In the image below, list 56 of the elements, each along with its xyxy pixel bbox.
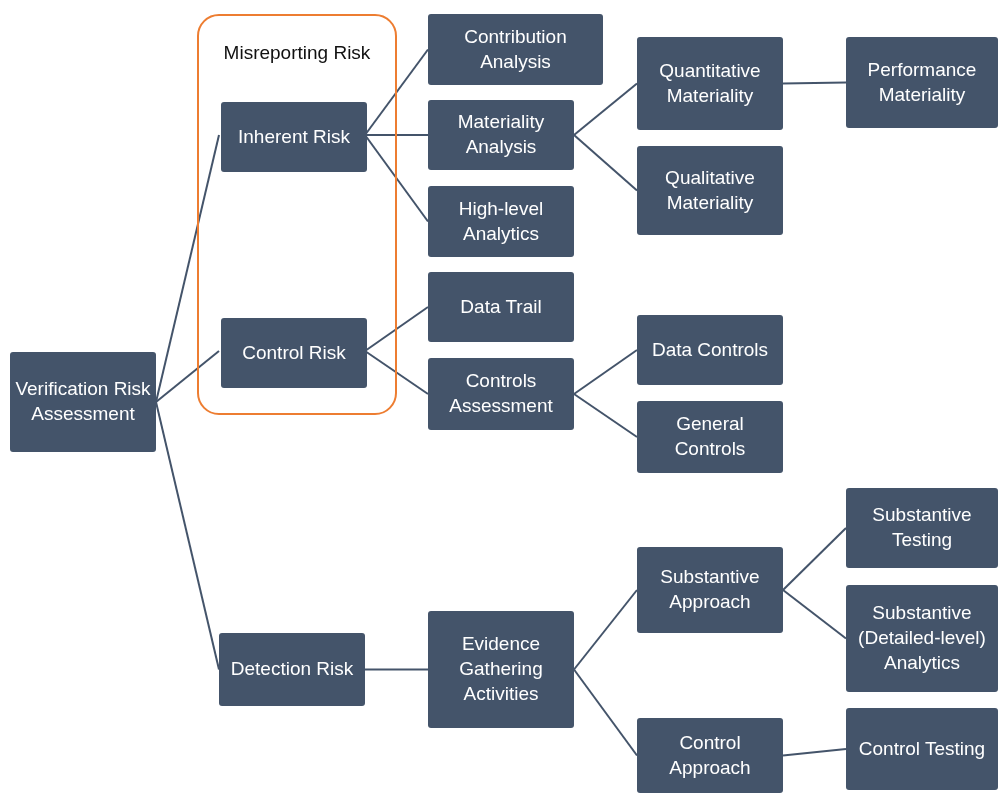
box-label: General Controls [673,412,747,461]
process-box [428,186,574,257]
box-label: Control Testing [858,736,986,761]
box-label: Verification Risk Assessment [14,377,152,426]
box-label: Performance Materiality [866,57,978,107]
process-box [846,708,998,790]
box-label: Controls Assessment [448,369,554,418]
process-box [637,146,783,235]
box-label: Qualitative Materiality [664,165,756,215]
box-label: Evidence Gathering Activities [458,632,544,706]
connector-line [155,401,220,671]
process-box [846,488,998,568]
box-label: Quantitative Materiality [658,58,762,108]
process-box [637,718,783,793]
box-label: Materiality Analysis [456,110,546,159]
box-label: Inherent Risk [238,124,350,149]
box-label: Contribution Analysis [463,24,568,74]
box-label: Data Trail [460,294,542,319]
process-box [221,102,367,172]
process-box [637,315,783,385]
process-box [637,401,783,473]
process-box [221,318,367,388]
process-box [10,352,156,452]
connector-line [155,134,220,403]
connector-line [782,748,847,757]
group-frame [197,14,397,415]
process-box [846,585,998,692]
connector-line [573,393,638,438]
box-label: Substantive Testing [871,503,973,552]
box-label: High-level Analytics [457,196,545,246]
connector-line [573,589,638,671]
connector-line [364,668,429,671]
box-label: Control Risk [242,340,346,365]
process-box [428,611,574,728]
box-label: Detection Risk [230,657,354,682]
process-box [846,37,998,128]
box-label: Substantive (Detailed-level) Analytics [857,601,987,675]
box-label: Data Controls [651,337,769,362]
process-box [637,37,783,130]
process-box [637,547,783,633]
connector-line [573,349,638,395]
connector-line [573,134,638,192]
box-label: Control Approach [668,730,752,780]
connector-line [573,82,638,136]
connector-line [782,527,847,591]
process-box [428,14,603,85]
process-box [219,633,365,706]
process-box [428,358,574,430]
connector-line [573,668,638,757]
group-heading: Misreporting Risk [222,41,372,65]
connector-line [155,350,220,403]
process-box [428,100,574,170]
box-label: Substantive Approach [659,565,761,614]
connector-line [782,589,847,640]
process-box [428,272,574,342]
connector-line [782,81,847,85]
